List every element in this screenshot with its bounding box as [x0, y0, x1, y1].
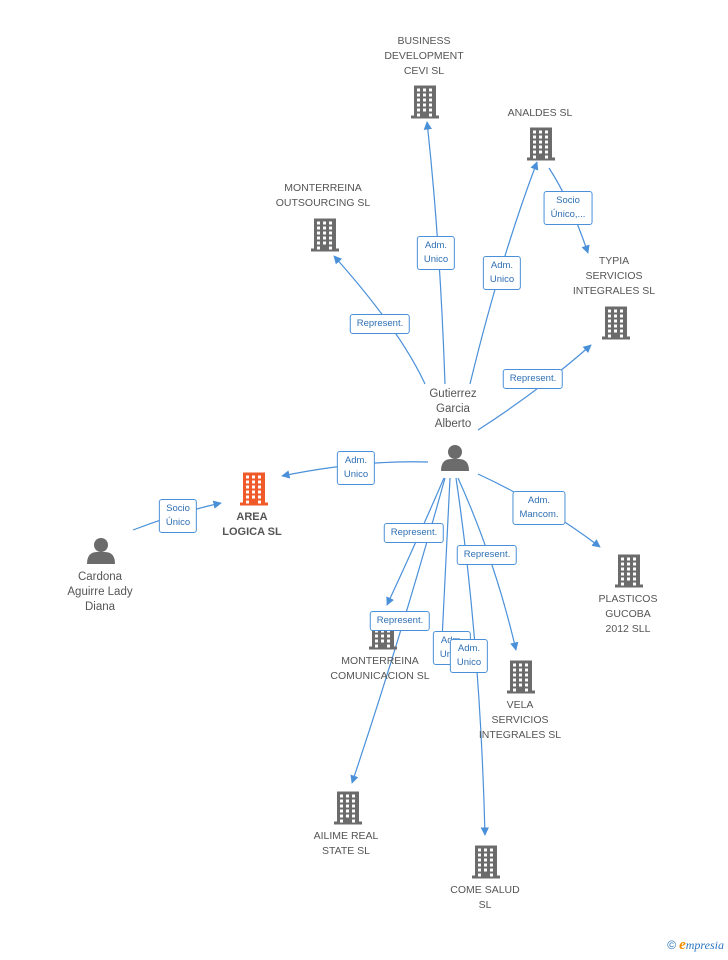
person-name-cardona[interactable]: Cardona Aguirre Lady Diana: [67, 571, 133, 613]
person-icon[interactable]: [87, 538, 115, 564]
edge-gutierrez-to-moncom: [438, 477, 451, 641]
icons-layer: [87, 85, 643, 879]
building-icon[interactable]: [507, 660, 535, 694]
building-icon[interactable]: [615, 554, 643, 588]
relation-label[interactable]: Socio Único: [158, 499, 198, 533]
copyright-symbol: ©: [667, 938, 677, 952]
relation-label[interactable]: Represent.: [502, 369, 564, 389]
company-name-business[interactable]: BUSINESS DEVELOPMENT CEVI SL: [384, 35, 464, 77]
relation-label[interactable]: Represent.: [369, 611, 431, 631]
edge-gutierrez-to-ailime: [350, 477, 446, 784]
company-name-ailime[interactable]: AILIME REAL STATE SL: [313, 830, 379, 857]
relation-label[interactable]: Adm. Mancom.: [512, 491, 566, 525]
building-icon[interactable]: [411, 85, 439, 119]
relation-label[interactable]: Adm. Unico: [482, 256, 522, 290]
company-name-plasticos[interactable]: PLASTICOS GUCOBA 2012 SLL: [598, 593, 658, 635]
brand-name: mpresia: [685, 938, 724, 952]
edge-gutierrez-to-moncom: [386, 477, 445, 606]
relation-label[interactable]: Represent.: [456, 545, 518, 565]
company-name-moncom[interactable]: MONTERREINA COMUNICACION SL: [330, 655, 430, 682]
building-icon[interactable]: [240, 472, 268, 506]
company-name-typia[interactable]: TYPIA SERVICIOS INTEGRALES SL: [572, 255, 656, 297]
relation-label[interactable]: Adm. Unico: [416, 236, 456, 270]
relation-label[interactable]: Adm. Unico: [336, 451, 376, 485]
relation-label[interactable]: Socio Único,...: [543, 191, 593, 225]
person-icon[interactable]: [441, 445, 469, 471]
building-icon[interactable]: [527, 127, 555, 161]
relation-label[interactable]: Represent.: [383, 523, 445, 543]
company-name-vela[interactable]: VELA SERVICIOS INTEGRALES SL: [478, 699, 562, 741]
relation-label[interactable]: Adm. Unico: [449, 639, 489, 673]
company-name-area[interactable]: AREA LOGICA SL: [222, 511, 282, 538]
company-name-analdes[interactable]: ANALDES SL: [507, 107, 573, 119]
building-icon[interactable]: [602, 306, 630, 340]
brand-initial: e: [679, 937, 686, 953]
relation-label[interactable]: Represent.: [349, 314, 411, 334]
building-icon[interactable]: [334, 791, 362, 825]
building-icon[interactable]: [311, 218, 339, 252]
company-name-come[interactable]: COME SALUD SL: [450, 884, 520, 911]
empresia-watermark: ©empresia: [667, 937, 724, 954]
person-name-gutierrez[interactable]: Gutierrez Garcia Alberto: [429, 388, 477, 430]
building-icon[interactable]: [472, 845, 500, 879]
company-name-monout[interactable]: MONTERREINA OUTSOURCING SL: [275, 182, 371, 209]
